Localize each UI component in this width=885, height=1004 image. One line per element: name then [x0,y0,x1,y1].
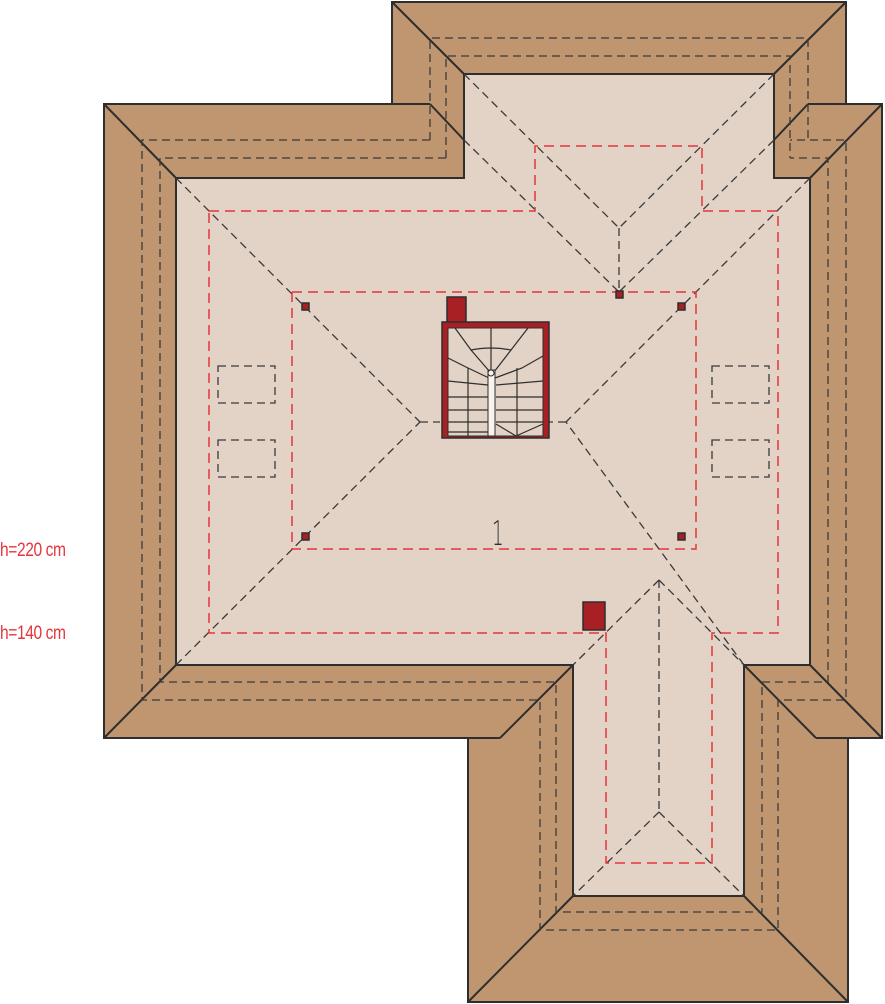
height-line-220 [291,291,697,550]
skylight-right-top [711,365,770,404]
stair-handrail [487,369,496,437]
skylights [217,365,770,478]
post-icon [301,532,310,541]
post-icon [677,532,686,541]
post-icon [615,290,624,299]
height-lines [208,145,779,864]
wall-dashed-lines [141,37,847,931]
height-label-220: h=220 cm [0,540,66,561]
skylight-left-top [217,365,276,404]
ridge-lines [175,73,811,897]
roof-hip-lines [103,1,883,1003]
height-line-140 [208,145,779,864]
chimney-icon [446,296,467,324]
skylight-right-bottom [711,439,770,478]
post-icon [677,302,686,311]
chimney-icon [582,601,606,631]
support-posts [301,290,686,541]
room-number: 1 [491,514,504,554]
post-icon [301,302,310,311]
height-label-140: h=140 cm [0,623,66,644]
staircase [441,296,550,439]
skylight-left-bottom [217,439,276,478]
